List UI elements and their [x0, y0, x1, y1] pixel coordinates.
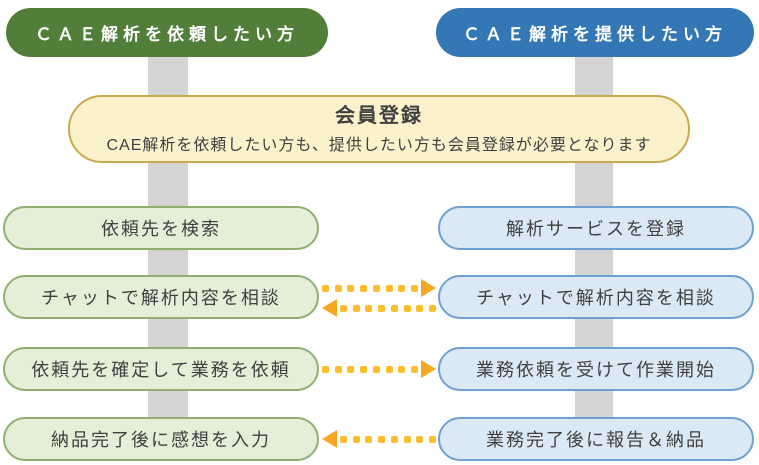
dot	[372, 365, 380, 373]
requester-header-label: ＣＡＥ解析を依頼したい方	[35, 25, 299, 44]
dot	[403, 304, 411, 312]
dot	[347, 365, 355, 373]
requester-step-feedback: 納品完了後に感想を入力	[3, 417, 319, 461]
registration-title: 会員登録	[335, 104, 423, 127]
dot	[360, 284, 368, 292]
dot	[378, 435, 386, 443]
dot	[378, 304, 386, 312]
requester-step-search: 依頼先を検索	[3, 206, 319, 250]
step-label: 解析サービスを登録	[506, 219, 686, 239]
dot	[390, 435, 398, 443]
dot	[428, 435, 436, 443]
provider-step-start-work: 業務依頼を受けて作業開始	[438, 347, 754, 391]
arrowhead-left-icon	[322, 299, 337, 317]
dot	[416, 435, 424, 443]
dot	[334, 365, 342, 373]
dotted-line	[322, 279, 418, 297]
step-label: 納品完了後に感想を入力	[51, 430, 271, 450]
dot	[390, 304, 398, 312]
arrow-right-icon	[322, 360, 436, 378]
dot	[410, 284, 418, 292]
dot	[347, 284, 355, 292]
dot	[322, 284, 329, 292]
arrow-left-icon	[322, 430, 436, 448]
requester-header: ＣＡＥ解析を依頼したい方	[6, 8, 328, 57]
dot	[428, 304, 436, 312]
dot	[385, 365, 393, 373]
step-label: 依頼先を検索	[101, 219, 221, 239]
provider-step-register-service: 解析サービスを登録	[438, 206, 754, 250]
dot	[352, 435, 360, 443]
step-label: チャットで解析内容を相談	[476, 288, 716, 308]
step-label: 業務完了後に報告＆納品	[486, 430, 706, 450]
provider-step-deliver: 業務完了後に報告＆納品	[438, 417, 754, 461]
dot	[398, 284, 406, 292]
dot	[365, 304, 373, 312]
arrowhead-right-icon	[421, 360, 436, 378]
dot	[340, 304, 347, 312]
dot	[403, 435, 411, 443]
arrow-left-icon	[322, 299, 436, 317]
dot	[416, 304, 424, 312]
step-label: チャットで解析内容を相談	[41, 288, 281, 308]
requester-step-chat: チャットで解析内容を相談	[3, 275, 319, 319]
dot	[398, 365, 406, 373]
dot	[340, 435, 347, 443]
arrowhead-left-icon	[322, 430, 337, 448]
dot	[365, 435, 373, 443]
dotted-line	[340, 299, 436, 317]
dotted-line	[322, 360, 418, 378]
registration-description: CAE解析を依頼したい方も、提供したい方も会員登録が必要となります	[106, 136, 652, 154]
dot	[410, 365, 418, 373]
dot	[385, 284, 393, 292]
dot	[334, 284, 342, 292]
provider-header-label: ＣＡＥ解析を提供したい方	[463, 25, 727, 44]
dot	[360, 365, 368, 373]
provider-step-chat: チャットで解析内容を相談	[438, 275, 754, 319]
arrow-right-icon	[322, 279, 436, 297]
dot	[372, 284, 380, 292]
dot	[322, 365, 329, 373]
arrowhead-right-icon	[421, 279, 436, 297]
requester-step-order: 依頼先を確定して業務を依頼	[3, 347, 319, 391]
provider-header: ＣＡＥ解析を提供したい方	[436, 8, 754, 57]
registration-banner: 会員登録 CAE解析を依頼したい方も、提供したい方も会員登録が必要となります	[68, 95, 690, 163]
dot	[352, 304, 360, 312]
step-label: 業務依頼を受けて作業開始	[476, 360, 716, 380]
dotted-line	[340, 430, 436, 448]
step-label: 依頼先を確定して業務を依頼	[31, 360, 291, 380]
